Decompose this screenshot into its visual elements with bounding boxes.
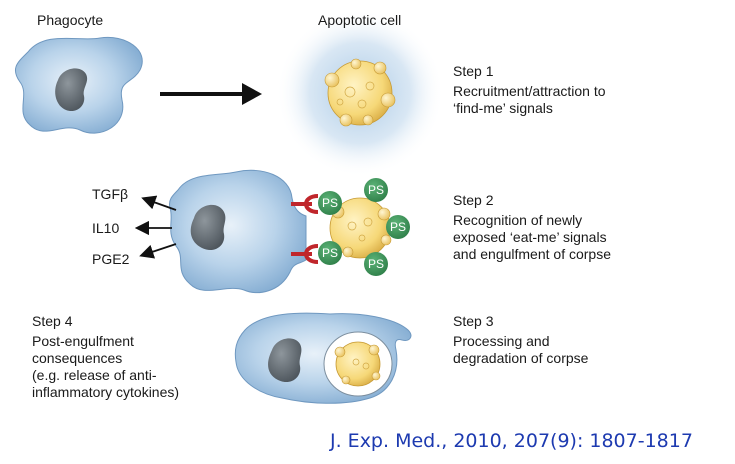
step-2-text: Recognition of newly exposed ‘eat-me’ si…: [453, 212, 611, 262]
step-2-caption: Step 2 Recognition of newly exposed ‘eat…: [453, 192, 611, 263]
ps-molecule: PS: [318, 241, 342, 265]
step-4-text: Post-engulfment consequences (e.g. relea…: [32, 333, 180, 400]
ps-molecule: PS: [364, 178, 388, 202]
apoptotic-cell-step1: [276, 9, 444, 177]
step-1-title: Step 1: [453, 63, 494, 79]
svg-text:PS: PS: [322, 196, 338, 210]
cytokine-arrows: [134, 195, 177, 259]
step-2-title: Step 2: [453, 192, 494, 208]
phagocyte-step3: [234, 312, 412, 404]
recruitment-arrow: [160, 83, 262, 105]
ps-molecule: PS: [386, 215, 410, 239]
apoptotic-cell-label: Apoptotic cell: [318, 12, 402, 28]
step-4-caption: Step 4 Post-engulfment consequences (e.g…: [32, 313, 179, 401]
step-1-text: Recruitment/attraction to ‘find-me’ sign…: [453, 83, 606, 116]
step-4-title: Step 4: [32, 313, 73, 329]
step-3-caption: Step 3 Processing and degradation of cor…: [453, 313, 588, 367]
cytokine-pge2: PGE2: [92, 251, 130, 267]
receptor-top: [291, 194, 319, 214]
step-1-caption: Step 1 Recruitment/attraction to ‘find-m…: [453, 63, 606, 117]
step-3-text: Processing and degradation of corpse: [453, 333, 589, 366]
cytokine-tgfb: TGFβ: [92, 186, 129, 202]
svg-text:PS: PS: [368, 183, 384, 197]
ps-molecule: PS: [364, 252, 388, 276]
svg-text:PS: PS: [390, 220, 406, 234]
cytokine-il10: IL10: [92, 220, 120, 236]
svg-text:PS: PS: [322, 246, 338, 260]
phagocyte-step2: [169, 169, 307, 294]
phagocyte-label: Phagocyte: [37, 12, 104, 28]
svg-text:PS: PS: [368, 257, 384, 271]
citation: J. Exp. Med., 2010, 207(9): 1807-1817: [330, 430, 693, 452]
receptor-bottom: [291, 244, 319, 264]
step-3-title: Step 3: [453, 313, 494, 329]
ps-molecule: PS: [318, 191, 342, 215]
phagocyte-step1: [15, 36, 143, 134]
